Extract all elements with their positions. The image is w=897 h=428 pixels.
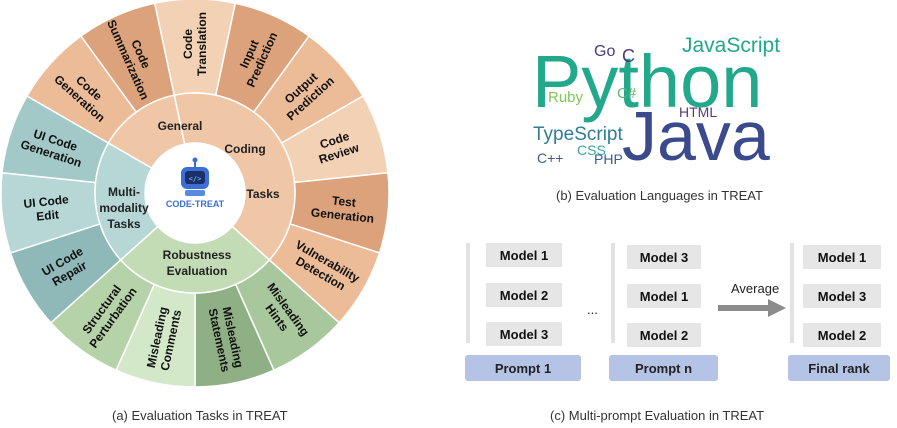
prompt-box: Final rank (788, 355, 890, 381)
task-label: Code (181, 29, 195, 59)
model-box: Model 1 (627, 284, 701, 308)
average-label: Average (731, 281, 780, 296)
language-word: CSS (577, 142, 606, 158)
caption-c: (c) Multi-prompt Evaluation in TREAT (550, 408, 765, 423)
task-label: Test (331, 193, 356, 209)
category-label-tasks: Tasks (246, 187, 279, 201)
group-segment-robustness (119, 225, 271, 294)
task-label: Translation (195, 12, 209, 76)
model-box: Model 2 (486, 283, 562, 307)
model-box: Model 3 (803, 284, 881, 308)
category-label-multimodality: Multi- (108, 185, 140, 199)
language-word: C# (617, 85, 637, 102)
average-arrow-icon (718, 299, 786, 317)
model-box: Model 1 (486, 243, 562, 267)
category-label-multimodality: modality (99, 201, 149, 215)
language-word: Ruby (548, 89, 584, 106)
caption-b: (b) Evaluation Languages in TREAT (556, 188, 763, 203)
category-label-coding: Coding (224, 142, 265, 156)
task-label: Edit (36, 207, 60, 223)
svg-text:</>: </> (189, 175, 202, 183)
category-label-robustness: Robustness (163, 248, 232, 262)
category-label-general: General (158, 119, 203, 133)
language-word: Go (594, 43, 615, 60)
model-box: Model 2 (627, 323, 701, 347)
model-box: Model 3 (627, 245, 701, 269)
task-label: UI Code (23, 192, 70, 211)
ellipsis: ... (587, 302, 598, 317)
prompt-box: Prompt 1 (465, 355, 581, 381)
caption-a: (a) Evaluation Tasks in TREAT (112, 408, 288, 423)
rank-axis-3 (790, 243, 794, 343)
rank-axis-2 (611, 243, 615, 343)
prompt-box: Prompt n (609, 355, 718, 381)
language-word: C (622, 46, 635, 66)
model-box: Model 1 (803, 245, 881, 269)
category-label-multimodality: Tasks (107, 217, 140, 231)
language-word: Java (622, 97, 770, 175)
logo-text: CODE-TREAT (166, 199, 225, 209)
language-word: Python (532, 40, 762, 123)
language-word: PHP (594, 151, 623, 167)
language-word: TypeScript (533, 124, 623, 145)
task-label: Generation (310, 205, 374, 226)
language-word: JavaScript (682, 34, 780, 57)
language-word: C++ (537, 150, 563, 166)
rank-axis-1 (466, 243, 470, 343)
robot-logo-icon: </> (181, 157, 209, 196)
model-box: Model 3 (486, 322, 562, 346)
model-box: Model 2 (803, 323, 881, 347)
language-word: HTML (679, 104, 717, 120)
category-label-robustness: Evaluation (167, 264, 228, 278)
